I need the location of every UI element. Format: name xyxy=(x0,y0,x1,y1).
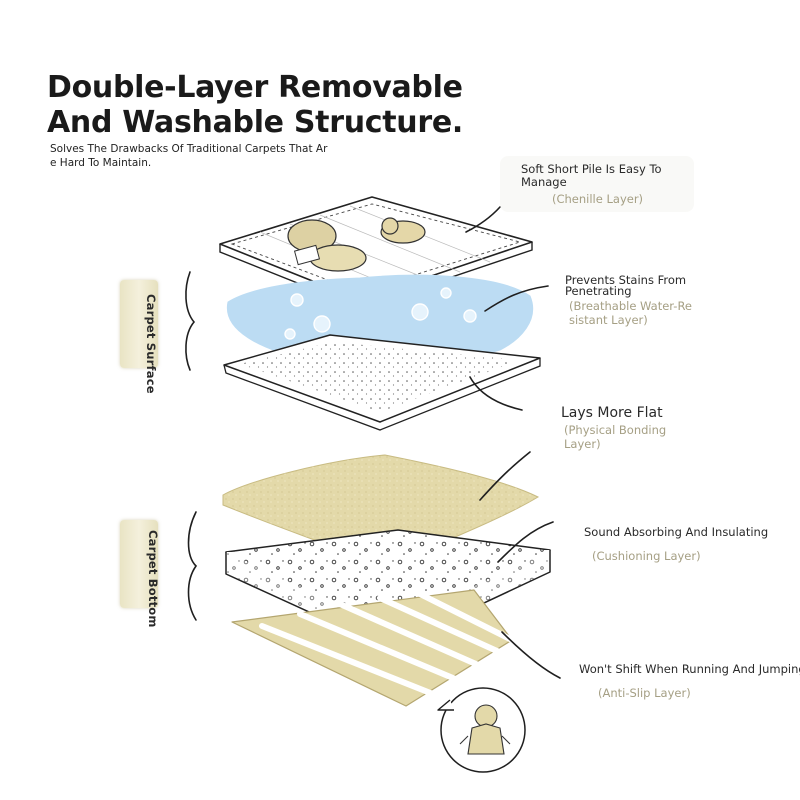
callout-lines xyxy=(465,206,561,679)
callout-water-resistant: Prevents Stains From Penetrating (Breath… xyxy=(565,273,693,327)
callout-water-resistant-name: (Breathable Water-Resistant Layer) xyxy=(569,299,693,327)
callout-cushioning: Sound Absorbing And Insulating (Cushioni… xyxy=(584,525,794,564)
title-line-1: Double-Layer Removable xyxy=(47,70,463,105)
callout-anti-slip: Won't Shift When Running And Jumping (An… xyxy=(579,663,800,700)
callout-anti-slip-benefit: Won't Shift When Running And Jumping xyxy=(579,663,800,676)
callout-chenille-name: (Chenille Layer) xyxy=(552,192,644,206)
breathable-sheet xyxy=(223,334,541,431)
chenille-layer xyxy=(219,196,533,309)
bottom-group-label: Carpet Bottom xyxy=(146,530,160,628)
label-backdrop xyxy=(500,156,694,212)
callout-water-resistant-benefit: Prevents Stains From Penetrating xyxy=(565,273,687,298)
callout-cushioning-benefit: Sound Absorbing And Insulating xyxy=(584,525,769,539)
group-brackets xyxy=(185,271,198,621)
callout-anti-slip-name: (Anti-Slip Layer) xyxy=(598,686,691,700)
anti-slip-layer xyxy=(231,589,515,707)
page-title: Double-Layer Removable And Washable Stru… xyxy=(47,70,463,140)
reading-girl-doodle xyxy=(287,219,367,272)
jumping-girl-doodle xyxy=(437,687,526,773)
callout-bonding-name: (Physical Bonding Layer) xyxy=(564,423,667,451)
sleeping-cat-doodle xyxy=(380,217,426,244)
callout-chenille-benefit: Soft Short Pile Is Easy To Manage xyxy=(521,162,662,189)
callout-bonding: Lays More Flat (Physical Bonding Layer) xyxy=(561,405,671,451)
surface-group-label: Carpet Surface xyxy=(144,294,158,394)
callout-chenille: Soft Short Pile Is Easy To Manage (Cheni… xyxy=(521,162,676,207)
surface-tag xyxy=(120,280,158,368)
bottom-tag xyxy=(120,520,158,608)
callout-bonding-benefit: Lays More Flat xyxy=(561,405,663,421)
title-line-2: And Washable Structure. xyxy=(47,105,463,140)
subtitle: Solves The Drawbacks Of Traditional Carp… xyxy=(50,143,328,169)
callout-cushioning-name: (Cushioning Layer) xyxy=(592,549,701,563)
